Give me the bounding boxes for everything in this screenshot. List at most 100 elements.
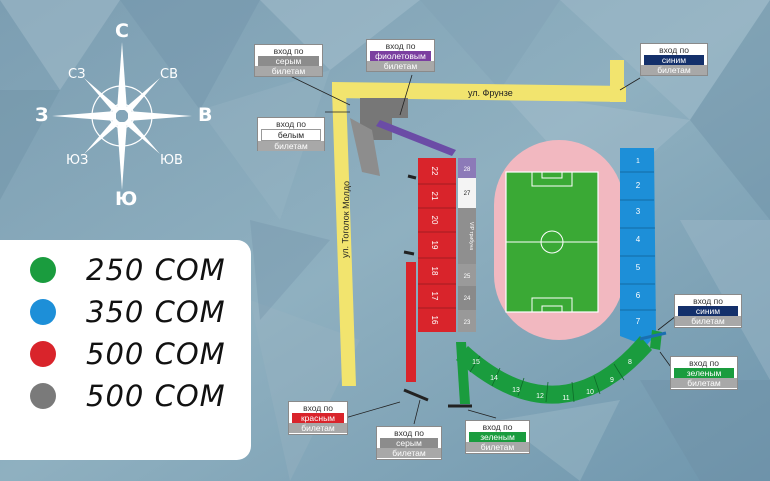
compass-south: Ю [115,188,138,210]
price-legend: 250 СОМ 350 СОМ 500 СОМ 500 СОМ [0,240,251,460]
entrance-label-green-right: вход по зеленым билетам [670,356,738,390]
compass-northeast: СВ [160,67,178,82]
entrance-blue-top-line1: вход по [659,45,689,55]
entrance-label-red: вход по красным билетам [288,401,348,435]
entrance-gray-bottom-line1: вход по [394,428,424,438]
legend-price-green: 250 СОМ [86,252,226,287]
legend-dot-blue [30,299,56,325]
sector-28 [458,158,476,178]
blue-stand [620,148,656,346]
sector-1-label: 1 [636,158,640,165]
legend-price-red: 500 СОМ [86,336,226,371]
compass-east: В [198,104,213,126]
sector-17-label: 17 [430,292,439,301]
street-frunze-connector [610,60,624,102]
entrance-violet-color: фиолетовым [370,51,431,61]
sector-2-label: 2 [636,181,641,190]
sector-25-label: 25 [464,274,471,280]
legend-item-green: 250 СОМ [30,250,226,290]
entrance-green-right-line1: вход по [689,358,719,368]
sector-vip-label: VIP трибуна [468,222,474,250]
street-moldo [332,90,356,386]
compass-north: С [115,20,129,42]
red-entrance-path [406,262,416,382]
entrance-white-line3: билетам [258,141,324,151]
sector-7-label: 7 [636,317,641,326]
compass-northwest: СЗ [68,67,86,82]
entrance-violet-line1: вход по [385,41,416,51]
sector-18-label: 18 [430,267,439,276]
entrance-label-gray-top: вход по серым билетам [254,44,323,77]
sector-15-label: 15 [472,359,480,366]
compass-southwest: ЮЗ [66,153,89,168]
sector-3-label: 3 [636,207,641,216]
sector-vip [458,208,476,264]
sector-24-label: 24 [464,296,471,302]
violet-stand-strip [376,120,456,156]
gray-building-2 [350,118,380,176]
compass-west: З [35,104,49,126]
street-moldo-label: ул. Тоголок Молдо [340,181,351,258]
sector-23-label: 23 [464,320,471,326]
entrance-gray-top-color: серым [258,56,319,66]
entrance-gray-top-line3: билетам [255,66,322,76]
legend-dot-red [30,341,56,367]
legend-item-red: 500 СОМ [30,334,226,374]
sector-5-label: 5 [636,263,641,272]
compass-star-icon [52,42,192,190]
compass-rose: С Ю З В СЗ СВ ЮЗ ЮВ [35,20,213,210]
entrance-label-white: вход по белым билетам [257,117,325,151]
entrance-white-line1: вход по [276,119,306,129]
green-stand [456,336,652,404]
legend-item-gray: 500 СОМ [30,376,226,416]
sector-14-label: 14 [490,375,498,382]
entrance-blue-right-line1: вход по [693,296,723,306]
compass-southeast: ЮВ [160,153,183,168]
sector-27-label: 27 [464,191,471,197]
entrance-green-right-line3: билетам [671,378,737,388]
entrance-label-blue-right: вход по синим билетам [674,294,742,328]
sector-27 [458,178,476,208]
sector-6-label: 6 [636,291,641,300]
sector-4-label: 4 [636,235,641,244]
sector-23 [458,310,476,332]
entrance-red-line1: вход по [303,403,333,413]
sector-10-label: 10 [586,389,594,396]
gray-building [360,98,408,140]
entrance-green-bottom-line1: вход по [482,422,513,432]
sector-22-label: 22 [430,167,439,176]
sector-9-label: 9 [610,377,614,384]
entrance-blue-top-line3: билетам [641,65,707,75]
entrance-blue-top-color: синим [644,55,704,65]
sector-8-label: 8 [628,359,632,366]
sector-21-label: 21 [430,192,439,201]
entrance-label-violet: вход по фиолетовым билетам [366,39,435,72]
entrance-white-color: белым [261,129,321,141]
entrance-red-line3: билетам [289,423,347,433]
sector-28-label: 28 [464,167,471,173]
legend-price-gray: 500 СОМ [86,378,226,413]
green-entrance-path-bottom [456,342,470,404]
sector-13-label: 13 [512,387,520,394]
sector-24 [458,286,476,310]
entrance-label-green-bottom: вход по зеленым билетам [465,420,530,454]
sector-20-label: 20 [430,216,439,225]
sector-12-label: 12 [536,393,544,400]
entrance-gray-bottom-line3: билетам [377,448,441,458]
entrance-gray-bottom-color: серым [380,438,438,448]
entrance-blue-right-line3: билетам [675,316,741,326]
entrance-green-right-color: зеленым [674,368,734,378]
street-frunze-label: ул. Фрунзе [468,88,513,98]
sector-11-label: 11 [562,395,569,402]
entrance-red-color: красным [292,413,344,423]
entrance-violet-line3: билетам [367,61,434,71]
legend-dot-green [30,257,56,283]
entrance-gray-top-line1: вход по [273,46,304,56]
red-stand [418,158,456,332]
entrance-green-bottom-line3: билетам [466,442,529,452]
entrance-label-gray-bottom: вход по серым билетам [376,426,442,460]
sector-25 [458,264,476,286]
entrance-blue-right-color: синим [678,306,738,316]
entrance-green-bottom-color: зеленым [469,432,526,442]
